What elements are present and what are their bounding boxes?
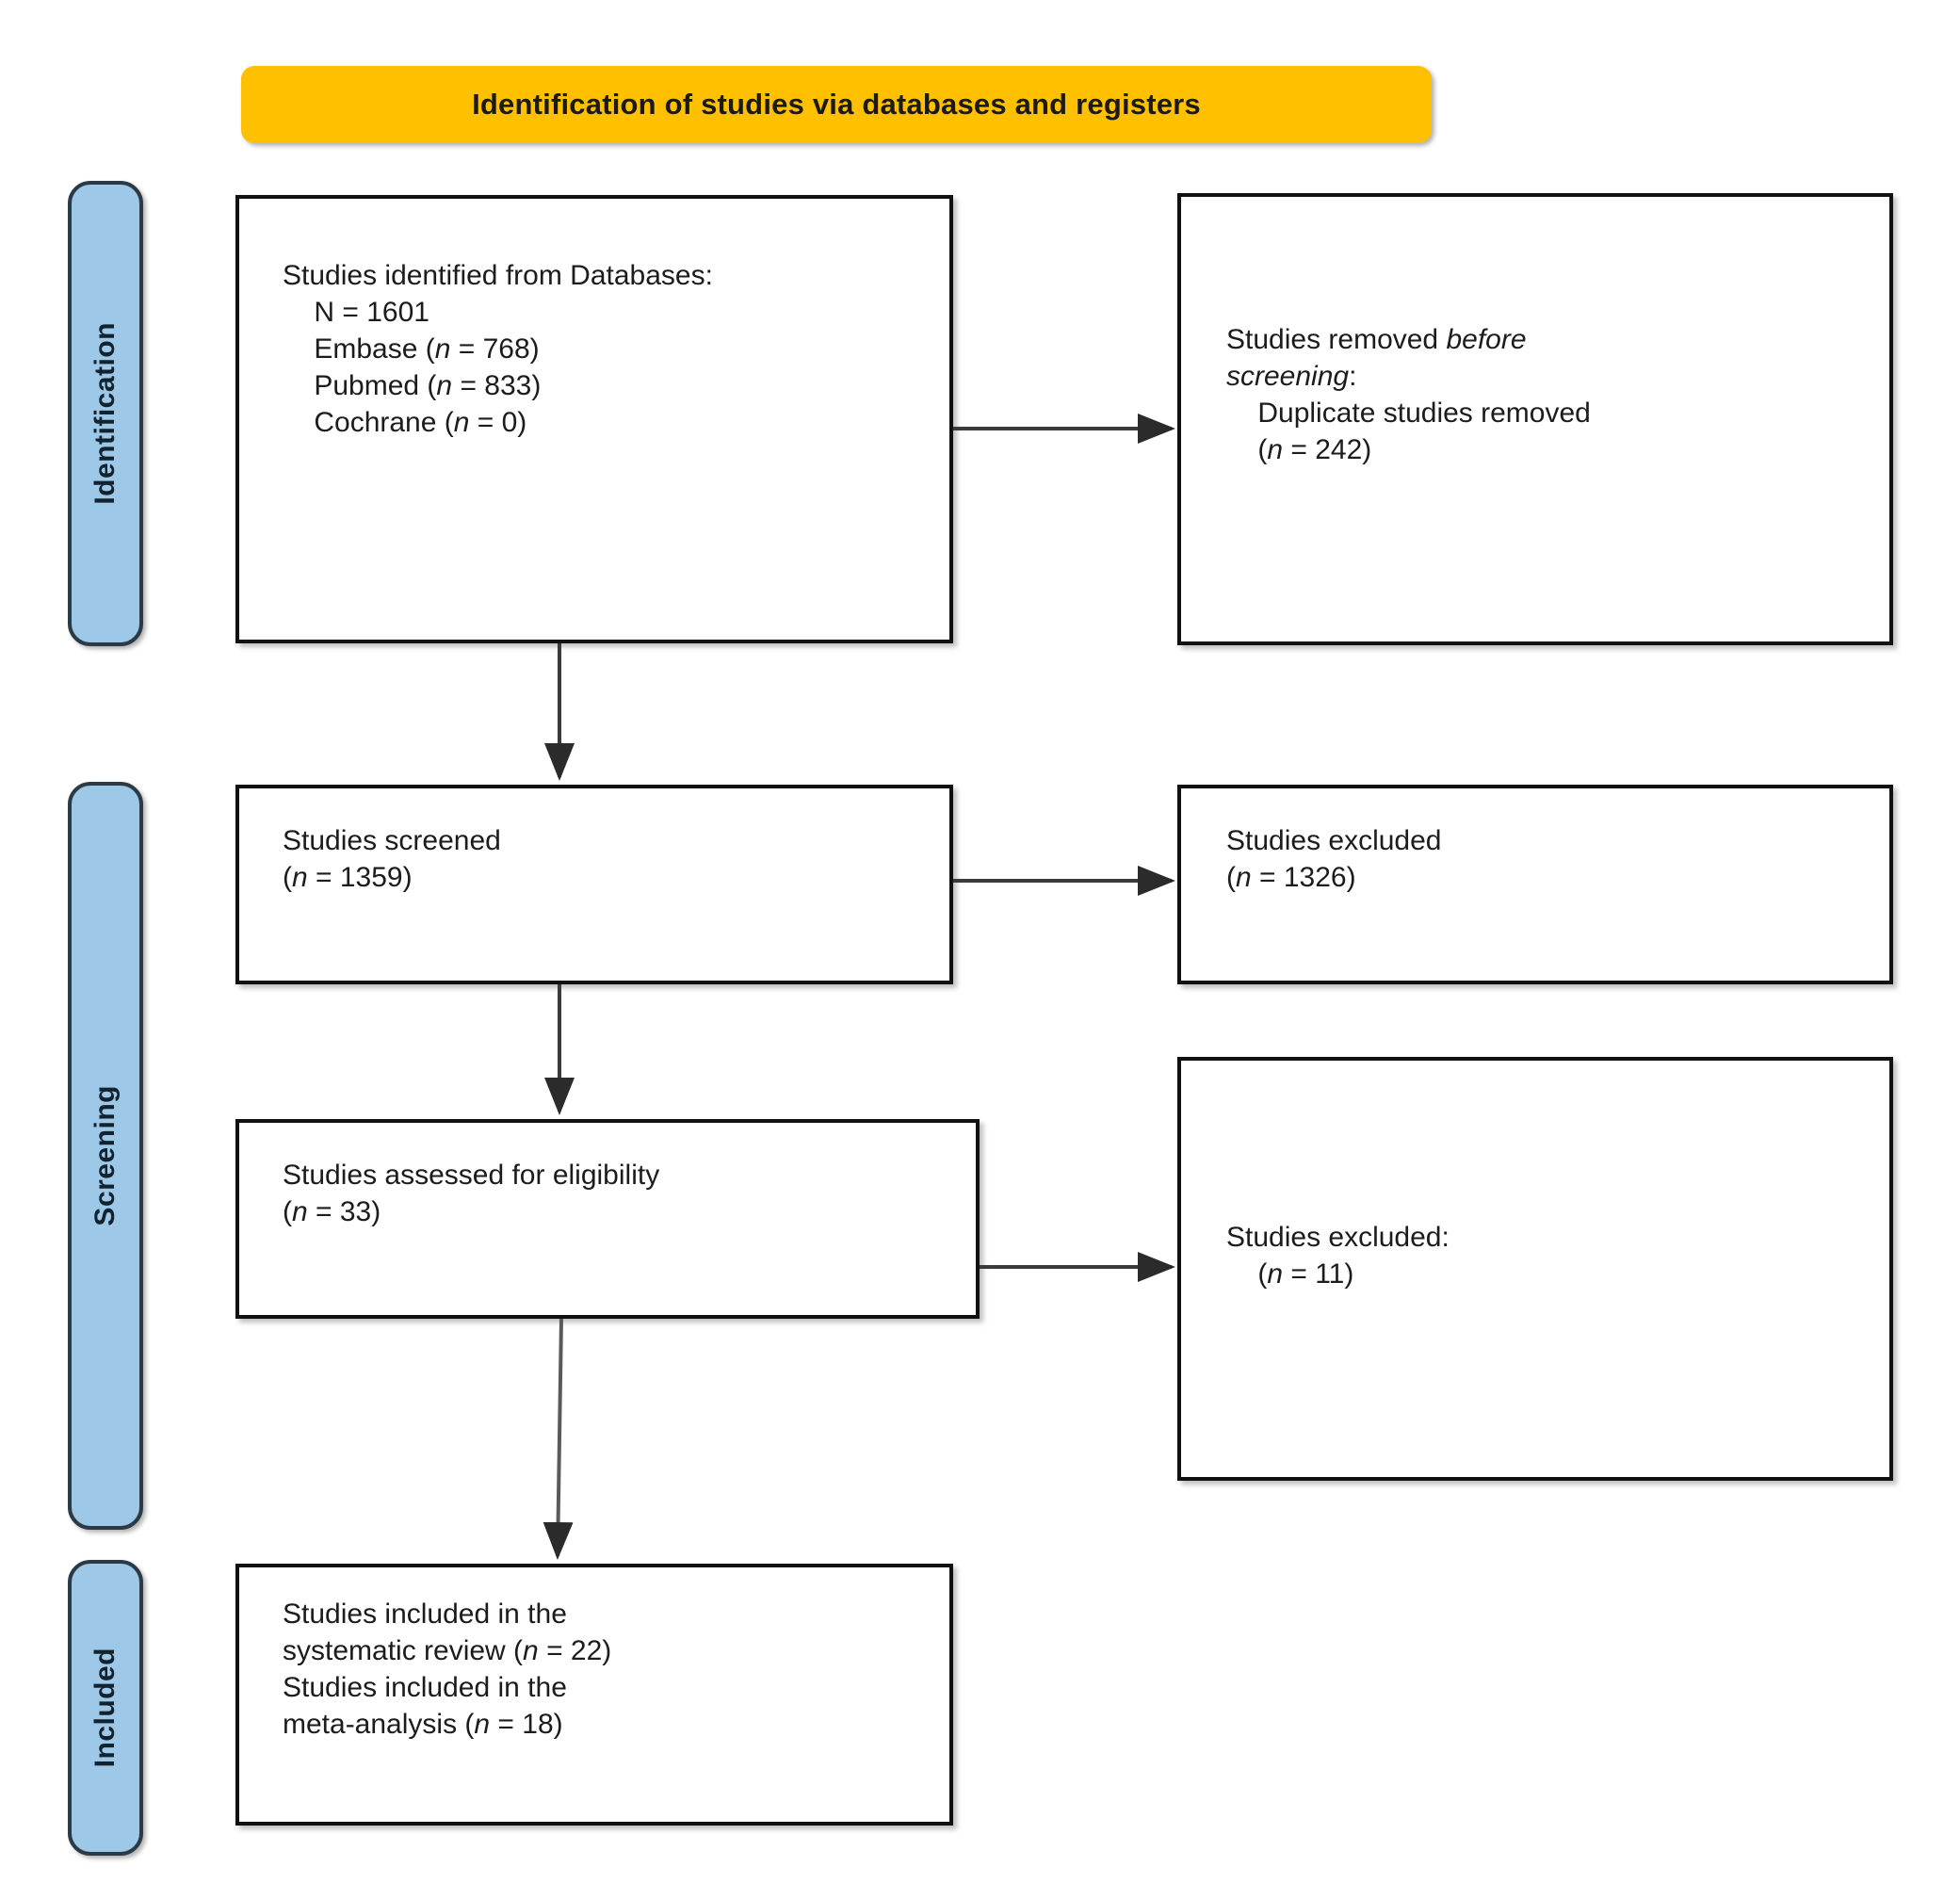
box-studies-excluded-screening: Studies excluded (n = 1326) [1177,785,1893,984]
box-studies-excluded-eligibility: Studies excluded: (n = 11) [1177,1057,1893,1481]
box-studies-identified-text: Studies identified from Databases: N = 1… [283,260,713,438]
stage-label-identification-text: Identification [89,322,121,505]
box-studies-identified: Studies identified from Databases: N = 1… [235,195,953,643]
box-studies-excluded-screening-text: Studies excluded (n = 1326) [1226,825,1442,893]
box-studies-excluded-eligibility-text: Studies excluded: (n = 11) [1226,1222,1450,1290]
arrow-screened-to-excluded [953,866,1175,896]
box-studies-assessed-eligibility: Studies assessed for eligibility (n = 33… [235,1119,980,1319]
box-studies-assessed-eligibility-text: Studies assessed for eligibility (n = 33… [283,1160,660,1227]
arrow-screened-to-eligibility [544,984,575,1115]
stage-label-identification: Identification [68,181,143,646]
arrow-identified-to-screened [544,643,575,781]
identification-banner: Identification of studies via databases … [241,66,1432,143]
stage-label-screening-text: Screening [89,1085,121,1226]
box-studies-removed-text: Studies removed before screening: Duplic… [1226,324,1591,465]
box-studies-included-text: Studies included in the systematic revie… [283,1599,612,1740]
arrow-eligibility-to-excluded [980,1252,1175,1282]
arrow-identified-to-removed [953,414,1175,444]
box-studies-included: Studies included in the systematic revie… [235,1564,953,1826]
stage-label-included: Included [68,1560,143,1856]
box-studies-screened-text: Studies screened (n = 1359) [283,825,501,893]
banner-title: Identification of studies via databases … [472,88,1201,121]
arrow-eligibility-to-included [543,1318,574,1560]
box-studies-screened: Studies screened (n = 1359) [235,785,953,984]
box-studies-removed-before-screening: Studies removed before screening: Duplic… [1177,193,1893,645]
stage-label-screening: Screening [68,782,143,1530]
stage-label-included-text: Included [89,1647,121,1768]
